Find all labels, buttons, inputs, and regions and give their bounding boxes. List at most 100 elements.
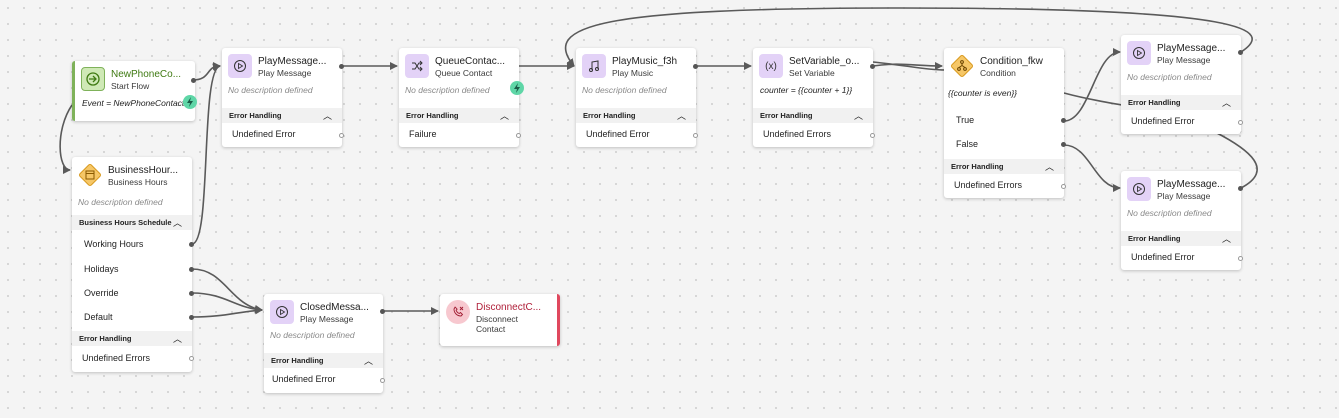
error-handling-header[interactable]: Error Handling ︿ (576, 108, 696, 123)
node-title: PlayMusic_f3h (612, 56, 678, 67)
edge-play3-loop (1214, 131, 1258, 189)
error-handling-header[interactable]: Error Handling ︿ (1121, 231, 1241, 246)
play-message-node-1[interactable]: PlayMessage... Play Message No descripti… (222, 48, 344, 147)
error-output: Undefined Error (232, 129, 296, 139)
output-port[interactable] (189, 267, 194, 272)
output-port[interactable] (189, 315, 194, 320)
node-subtitle: Queue Contact (435, 68, 493, 78)
output-port[interactable] (693, 64, 698, 69)
error-output: Undefined Errors (763, 129, 832, 139)
schedule-section-header[interactable]: Business Hours Schedule ︿ (72, 215, 192, 230)
chevron-up-icon[interactable]: ︿ (1044, 162, 1054, 172)
node-subtitle: Play Message (300, 314, 354, 324)
output-port[interactable] (189, 242, 194, 247)
node-subtitle: Play Message (1157, 191, 1211, 201)
node-subtitle-line1: Disconnect (476, 314, 519, 324)
lightning-icon[interactable] (183, 95, 197, 109)
error-output: Undefined Error (586, 129, 650, 139)
error-port[interactable] (189, 356, 194, 361)
node-title: Condition_fkw (980, 56, 1043, 67)
error-handling-header[interactable]: Error Handling ︿ (264, 353, 383, 368)
chevron-up-icon[interactable]: ︿ (363, 356, 373, 366)
output-working-hours: Working Hours (84, 239, 144, 249)
queue-contact-node[interactable]: QueueContac... Queue Contact No descript… (399, 48, 521, 147)
chevron-up-icon[interactable]: ︿ (676, 111, 686, 121)
output-port[interactable] (1238, 186, 1243, 191)
error-handling-header[interactable]: Error Handling ︿ (753, 108, 873, 123)
error-port[interactable] (1061, 184, 1066, 189)
error-port[interactable] (1238, 120, 1243, 125)
node-description: No description defined (228, 85, 313, 95)
edge-loop-back-to-music (564, 7, 1253, 67)
node-subtitle: Play Message (1157, 55, 1211, 65)
play-message-node-3[interactable]: PlayMessage... Play Message No descripti… (1121, 171, 1243, 270)
error-handling-header[interactable]: Error Handling ︿ (1121, 95, 1241, 110)
chevron-up-icon[interactable]: ︿ (499, 111, 509, 121)
output-port[interactable] (1061, 118, 1066, 123)
edge-start-to-play1 (191, 62, 221, 81)
output-true: True (956, 115, 975, 125)
lightning-icon[interactable] (510, 81, 524, 95)
variable-x-icon: (x) (759, 54, 783, 78)
node-title: ClosedMessa... (300, 302, 369, 313)
chevron-up-icon[interactable]: ︿ (1221, 98, 1231, 108)
output-port[interactable] (870, 64, 875, 69)
error-port[interactable] (516, 133, 521, 138)
section-label: Error Handling (406, 111, 459, 120)
output-port[interactable] (189, 291, 194, 296)
error-port[interactable] (380, 378, 385, 383)
error-port[interactable] (693, 133, 698, 138)
chevron-up-icon[interactable]: ︿ (172, 334, 182, 344)
section-label: Error Handling (271, 356, 324, 365)
chevron-up-icon[interactable]: ︿ (853, 111, 863, 121)
business-hours-node[interactable]: BusinessHour... Business Hours No descri… (72, 157, 194, 372)
play-circle-icon (1127, 41, 1151, 65)
output-port[interactable] (1061, 142, 1066, 147)
output-port[interactable] (1238, 50, 1243, 55)
output-port[interactable] (191, 78, 196, 83)
node-title: PlayMessage... (258, 56, 327, 67)
chevron-up-icon[interactable]: ︿ (172, 218, 182, 228)
error-handling-header[interactable]: Error Handling ︿ (399, 108, 519, 123)
play-message-node-2[interactable]: PlayMessage... Play Message No descripti… (1121, 35, 1243, 134)
error-port[interactable] (870, 133, 875, 138)
closed-message-node[interactable]: ClosedMessa... Play Message No descripti… (264, 294, 385, 393)
node-subtitle: Set Variable (789, 68, 835, 78)
edge-holidays-to-closed (191, 268, 263, 313)
output-port[interactable] (339, 64, 344, 69)
node-description: No description defined (1127, 208, 1212, 218)
chevron-up-icon[interactable]: ︿ (322, 111, 332, 121)
node-title: QueueContac... (435, 56, 506, 67)
edge-condition-cross (872, 61, 946, 71)
play-circle-icon (270, 300, 294, 324)
phone-hangup-icon (446, 300, 470, 324)
section-label: Error Handling (1128, 234, 1181, 243)
node-subtitle-line2: Contact (476, 324, 506, 334)
error-port[interactable] (1238, 256, 1243, 261)
node-description: No description defined (582, 85, 667, 95)
output-port[interactable] (380, 309, 385, 314)
section-label: Error Handling (229, 111, 282, 120)
error-output: Undefined Error (1131, 252, 1195, 262)
error-handling-header[interactable]: Error Handling ︿ (72, 331, 192, 346)
node-subtitle: Business Hours (108, 177, 168, 187)
section-label: Error Handling (79, 334, 132, 343)
node-title: NewPhoneCo... (111, 69, 182, 80)
play-music-node[interactable]: PlayMusic_f3h Play Music No description … (576, 48, 698, 147)
music-note-icon (582, 54, 606, 78)
chevron-up-icon[interactable]: ︿ (1221, 234, 1231, 244)
node-title: BusinessHour... (108, 165, 179, 176)
error-port[interactable] (339, 133, 344, 138)
error-output: Undefined Error (272, 374, 336, 384)
section-label: Error Handling (1128, 98, 1181, 107)
section-label: Error Handling (583, 111, 636, 120)
node-description: No description defined (270, 330, 355, 340)
set-variable-node[interactable]: (x) SetVariable_o... Set Variable counte… (753, 48, 875, 147)
start-flow-node[interactable]: NewPhoneCo... Start Flow Event = NewPhon… (72, 61, 196, 121)
condition-node[interactable]: Condition_fkw Condition {{counter is eve… (944, 48, 1066, 198)
node-subtitle: Play Music (612, 68, 654, 78)
disconnect-contact-node[interactable]: DisconnectC... Disconnect Contact (440, 294, 560, 346)
error-handling-header[interactable]: Error Handling ︿ (222, 108, 342, 123)
error-handling-header[interactable]: Error Handling ︿ (944, 159, 1064, 174)
set-variable-expression: counter = {{counter + 1}} (760, 85, 853, 95)
